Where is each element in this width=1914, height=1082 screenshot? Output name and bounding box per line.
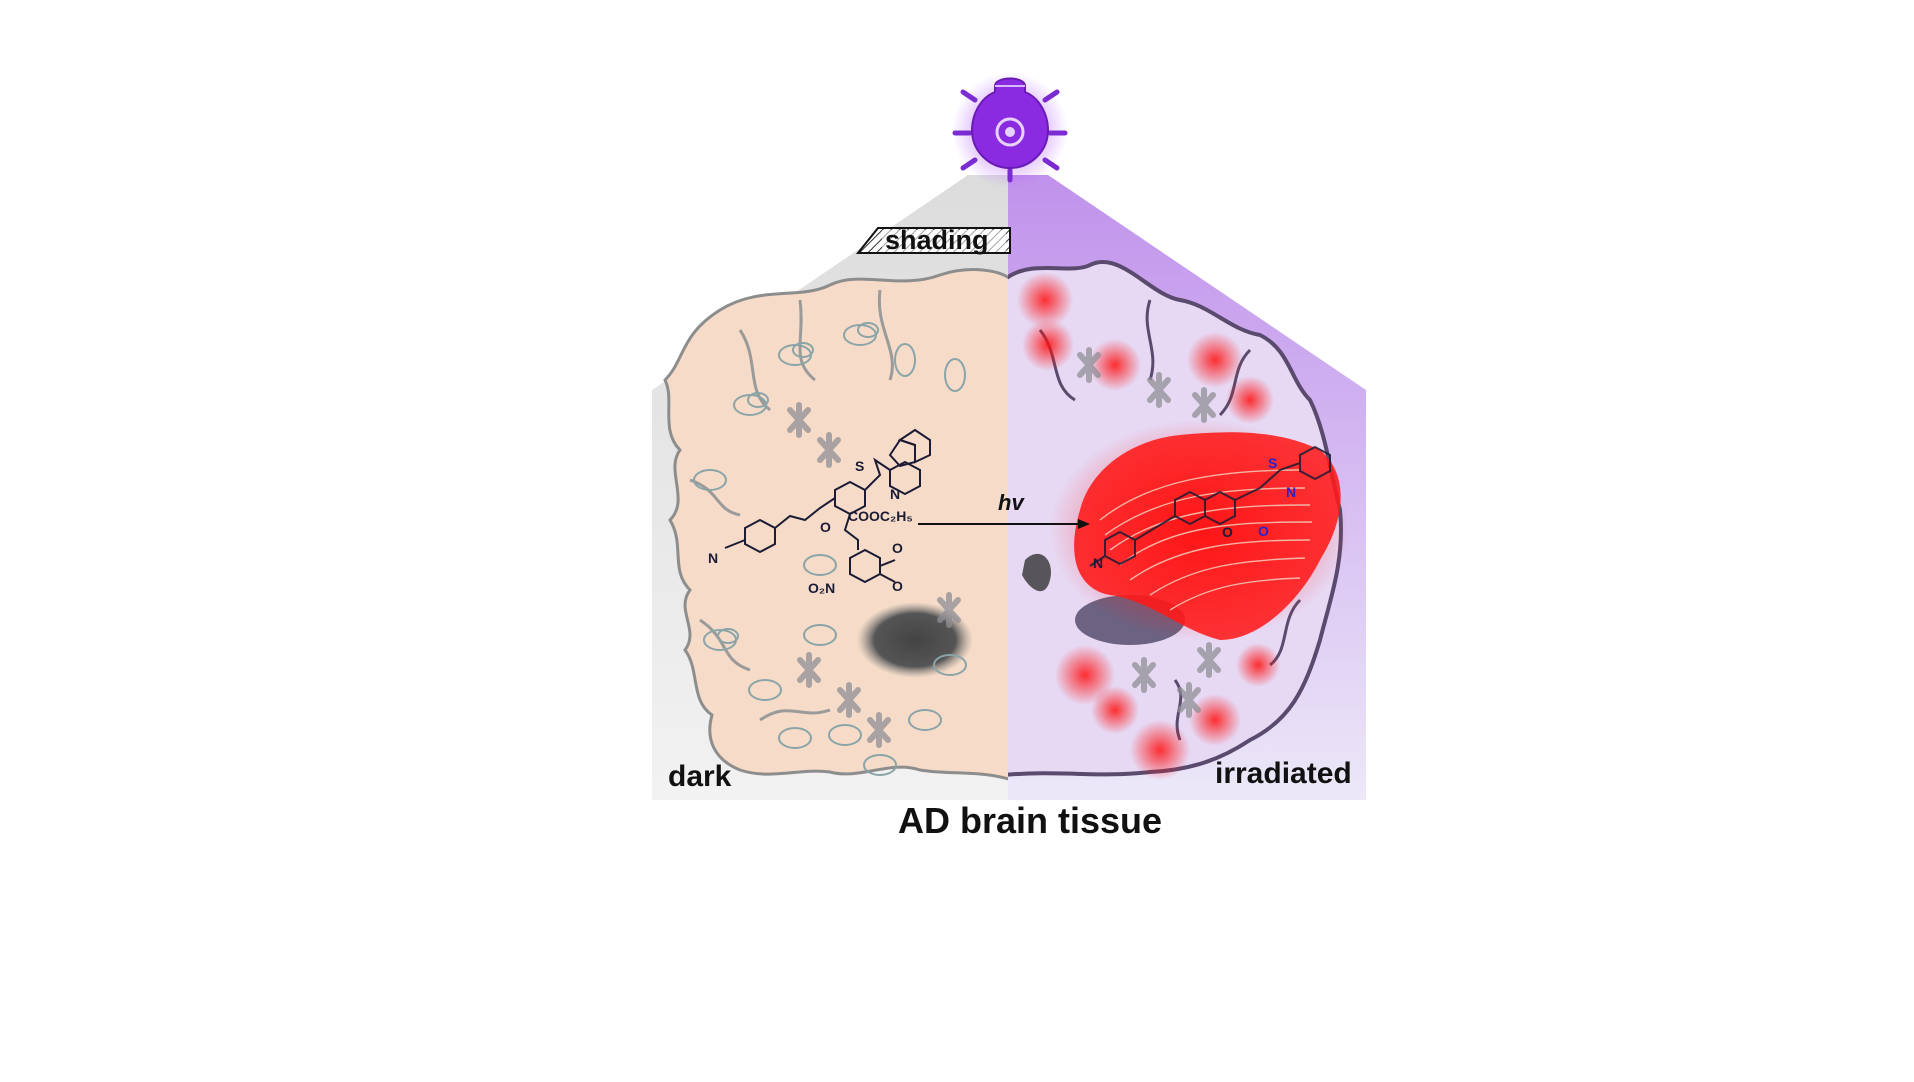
- atom-o-methoxy-2: O: [892, 578, 903, 594]
- figure-caption: AD brain tissue: [897, 800, 1163, 841]
- atom-s-left: S: [855, 458, 865, 474]
- nitro-group-label: O₂N: [808, 580, 836, 596]
- atom-o-ether: O: [820, 519, 831, 535]
- atom-o-carbonyl: O: [1258, 523, 1269, 539]
- irradiated-label: irradiated: [1215, 757, 1352, 790]
- uncaged-probe-structure: [1089, 445, 1331, 567]
- ester-group-label: COOC₂H₅: [848, 508, 913, 524]
- caged-probe-structure: [724, 457, 921, 584]
- hatch-shading-icon: [855, 227, 1011, 254]
- tangle-glyphs: [787, 347, 1221, 748]
- caged-probe-benzothiazole: [888, 428, 931, 468]
- shading-label: shading: [885, 225, 989, 255]
- red-puncta: [1017, 272, 1280, 780]
- hv-label: hv: [998, 490, 1024, 515]
- dark-label: dark: [668, 760, 732, 793]
- plaque-glyphs-left: [693, 322, 967, 776]
- reaction-arrow-icon: [918, 519, 1090, 529]
- ventricle-left: [857, 602, 973, 678]
- atom-n-amine-right: N: [1093, 555, 1104, 571]
- atom-o-ring: O: [1222, 524, 1233, 540]
- atom-s-right: S: [1268, 455, 1278, 471]
- atom-n-amine-left: N: [708, 550, 719, 566]
- atom-n-right: N: [1286, 484, 1297, 500]
- atom-o-methoxy-1: O: [892, 540, 903, 556]
- ventricle-mid: [1022, 553, 1051, 592]
- uv-lamp-icon: [952, 72, 1068, 188]
- atom-n-left: N: [890, 486, 901, 502]
